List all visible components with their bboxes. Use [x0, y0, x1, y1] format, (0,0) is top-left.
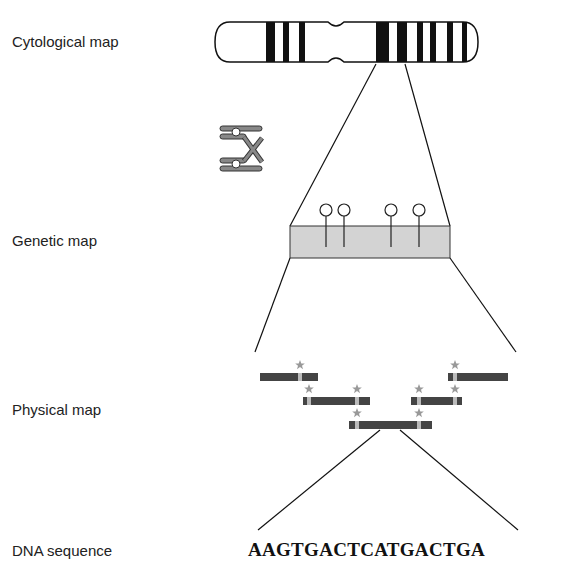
level-label: Genetic map: [12, 232, 97, 250]
genetic-map: [290, 204, 450, 258]
chromosome: [215, 22, 478, 62]
zoom-line: [290, 64, 376, 226]
level-label: DNA sequence: [12, 542, 112, 560]
physical-map: [260, 360, 508, 429]
level-label: Cytological map: [12, 33, 119, 51]
level-label: Physical map: [12, 401, 101, 419]
zoom-line: [405, 64, 450, 226]
zoom-line: [450, 258, 516, 352]
zoom-line: [400, 430, 518, 530]
zoom-line: [258, 430, 380, 530]
zoom-line: [255, 258, 290, 352]
dna-sequence: AAGTGACTCATGACTGA: [248, 539, 485, 561]
crossover-icon: [220, 126, 262, 171]
